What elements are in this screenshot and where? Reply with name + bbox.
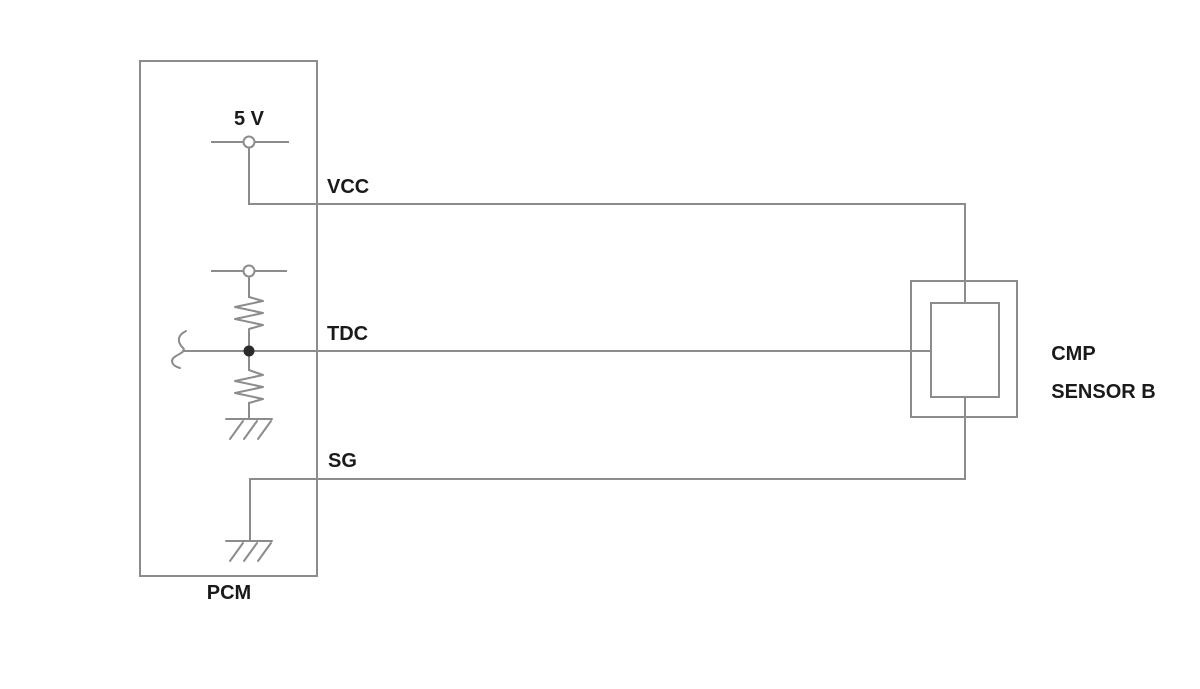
supply-terminal-bar — [211, 141, 289, 143]
vcc-wire-vertical — [964, 203, 966, 303]
tdc-label: TDC — [327, 323, 369, 345]
sg-label: SG — [328, 450, 357, 472]
supply-drop-wire — [248, 147, 250, 205]
supply-voltage-label: 5 V — [233, 108, 265, 130]
sg-wire-vertical-left — [249, 480, 251, 542]
tdc-wire — [182, 350, 930, 352]
vcc-label: VCC — [327, 176, 370, 198]
tdc-terminal-bar — [211, 270, 287, 272]
vcc-wire — [248, 203, 966, 205]
junction-to-pulldown-wire — [248, 351, 250, 371]
pullup-to-junction-wire — [248, 329, 250, 352]
sensor-label-line2: SENSOR B — [1051, 381, 1156, 403]
sg-wire — [249, 478, 966, 480]
pulldown-to-ground-wire — [248, 402, 250, 420]
sg-wire-vertical-right — [964, 398, 966, 480]
sensor-label-line1: CMP — [1051, 343, 1096, 365]
tdc-terminal-drop-wire — [248, 276, 250, 298]
cmp-sensor-inner-box — [930, 302, 1000, 398]
sensor-label: CMP SENSOR B — [1029, 326, 1156, 421]
pcm-box — [139, 60, 318, 577]
pcm-label: PCM — [206, 582, 252, 604]
